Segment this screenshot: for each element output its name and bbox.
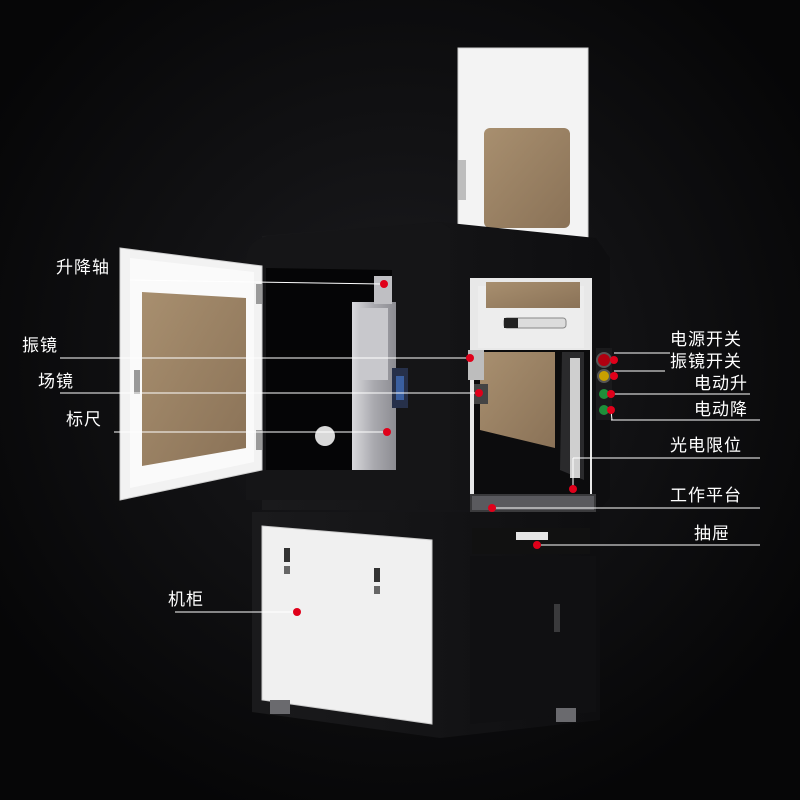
- marker-dots: [293, 280, 618, 616]
- marker-work-table: [488, 504, 496, 512]
- label-photo-limit: 光电限位: [670, 436, 742, 456]
- marker-galvo-switch: [610, 372, 618, 380]
- label-field-lens: 场镜: [38, 372, 74, 392]
- left-door: [119, 247, 263, 501]
- galvo-switch-icon: [597, 369, 611, 383]
- lower-cabinet: [252, 512, 600, 738]
- label-galvo-switch: 振镜开关: [670, 352, 742, 372]
- control-panel: [596, 348, 612, 420]
- label-work-table: 工作平台: [670, 486, 742, 506]
- marker-ruler: [383, 428, 391, 436]
- label-cabinet: 机柜: [168, 590, 204, 610]
- label-motor-down: 电动降: [694, 400, 748, 420]
- label-ruler: 标尺: [66, 410, 102, 430]
- marker-drawer: [533, 541, 541, 549]
- label-galvo: 振镜: [22, 336, 58, 356]
- label-drawer: 抽屉: [694, 524, 730, 544]
- upper-body: [246, 222, 610, 512]
- marker-motor-down: [607, 406, 615, 414]
- power-switch-icon: [596, 352, 612, 368]
- marker-lift-axis: [380, 280, 388, 288]
- leader-lines: [60, 279, 760, 613]
- label-power-switch: 电源开关: [670, 330, 742, 350]
- marker-cabinet: [293, 608, 301, 616]
- motor-down-icon: [599, 405, 609, 415]
- marker-galvo: [466, 354, 474, 362]
- marker-motor-up: [607, 390, 615, 398]
- marker-field-lens: [475, 389, 483, 397]
- lift-column: [315, 276, 488, 470]
- marker-photo-limit: [569, 485, 577, 493]
- motor-up-icon: [599, 389, 609, 399]
- top-lid: [457, 47, 589, 245]
- marker-power-switch: [610, 356, 618, 364]
- label-motor-up: 电动升: [694, 374, 748, 394]
- label-lift-axis: 升降轴: [56, 258, 110, 278]
